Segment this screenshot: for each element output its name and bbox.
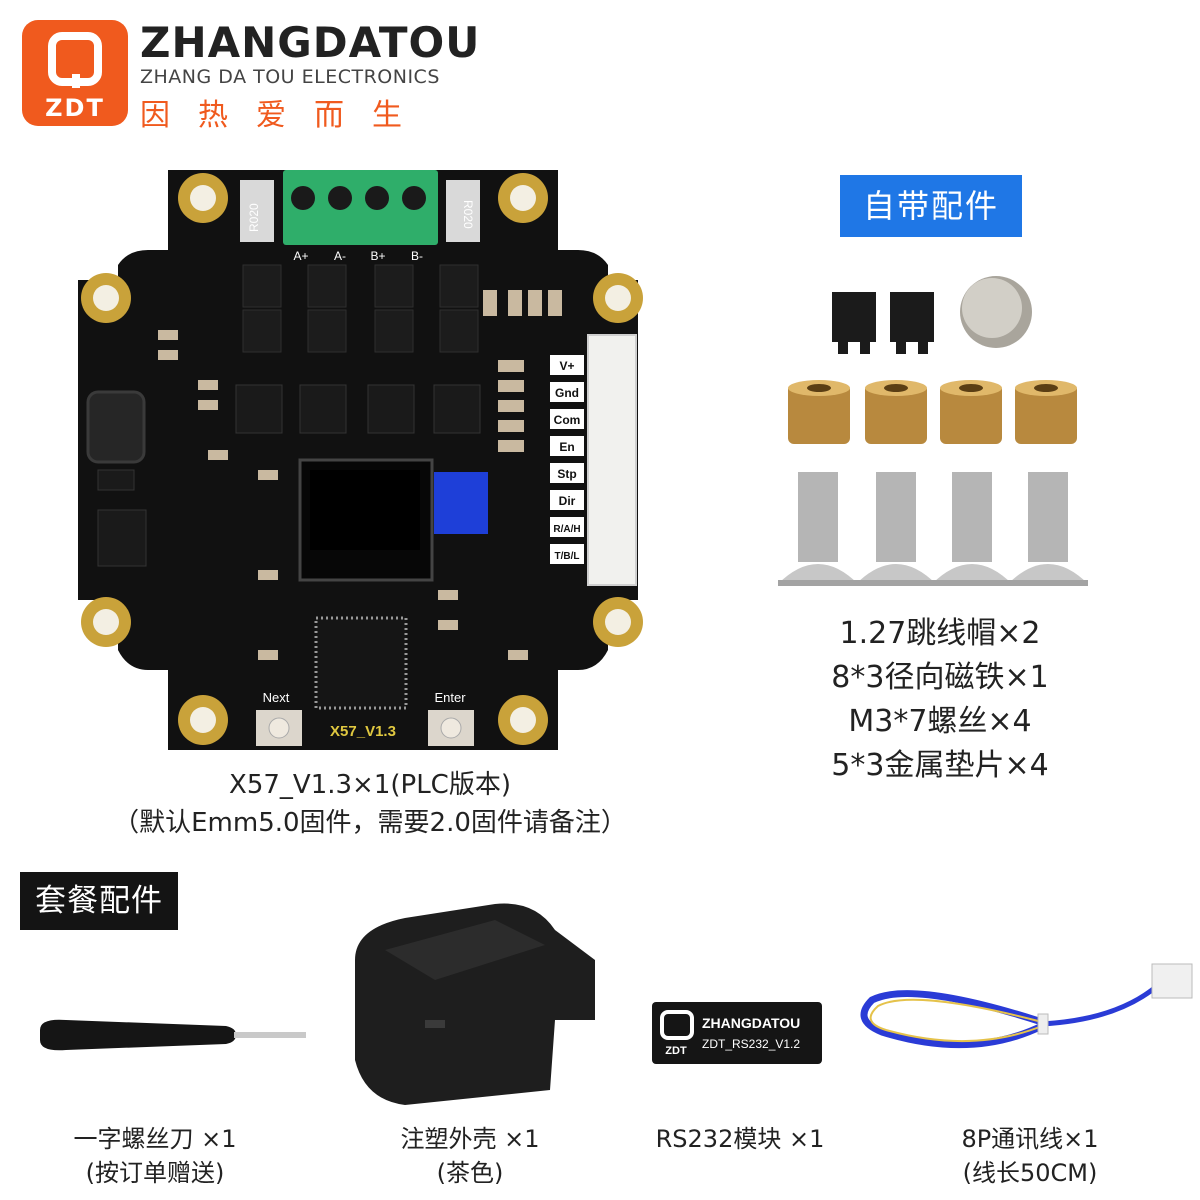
- terminal-block: A+ A- B+ B-: [283, 170, 438, 263]
- pcb-board-photo: A+ A- B+ B- R020 R020: [78, 170, 648, 750]
- package-item-name: 8P通讯线×1: [961, 1125, 1099, 1153]
- screw-icon: [856, 472, 936, 586]
- board-caption-line2: （默认Emm5.0固件，需要2.0固件请备注）: [113, 808, 627, 838]
- pin-label: T/B/L: [555, 551, 580, 562]
- brand-subtitle: ZHANG DA TOU ELECTRONICS: [140, 66, 440, 88]
- package-item-note: (茶色): [436, 1159, 504, 1187]
- rs232-module-icon: ZDT ZHANGDATOU ZDT_RS232_V1.2: [652, 1002, 822, 1064]
- brass-spacer-icon: [788, 380, 850, 444]
- terminal-label: B-: [411, 249, 423, 263]
- accessories-list: 1.27跳线帽×2 8*3径向磁铁×1 M3*7螺丝×4 5*3金属垫片×4: [790, 612, 1090, 788]
- logo-ring-icon: [48, 32, 102, 88]
- magnet-icon: [960, 276, 1032, 348]
- brand-name: ZHANGDATOU: [140, 18, 481, 67]
- package-badge: 套餐配件: [20, 872, 178, 930]
- enter-button-part: Enter: [428, 690, 474, 746]
- screw-icon: [778, 472, 858, 586]
- accessories-illustration: [778, 276, 1088, 586]
- mounting-pads: [81, 173, 643, 745]
- module-logo: ZDT: [665, 1045, 687, 1057]
- screw-row: [778, 472, 1088, 586]
- passive-components: [158, 290, 562, 660]
- jumper-cap-icon: [832, 292, 876, 354]
- package-item-note: (按订单赠送): [85, 1159, 225, 1187]
- pcb-board-illustration: A+ A- B+ B- R020 R020: [78, 170, 643, 750]
- brass-spacer-icon: [940, 380, 1002, 444]
- package-item-name: 注塑外壳 ×1: [400, 1125, 540, 1153]
- accessory-item: 5*3金属垫片×4: [831, 748, 1049, 783]
- package-item-enclosure: 注塑外壳 ×1 (茶色): [380, 1122, 560, 1190]
- pin-label: R/A/H: [553, 524, 580, 535]
- package-item-screwdriver: 一字螺丝刀 ×1 (按订单赠送): [60, 1122, 250, 1190]
- mosfet-row: [242, 264, 479, 353]
- pin-connector: [587, 334, 637, 586]
- terminal-label: B+: [370, 249, 385, 263]
- board-silk-title: X57_V1.3: [330, 723, 396, 740]
- oled-display: [298, 458, 434, 582]
- shunt-resistor: [446, 180, 480, 242]
- package-item-name: 一字螺丝刀 ×1: [73, 1125, 237, 1153]
- module-model: ZDT_RS232_V1.2: [702, 1037, 800, 1051]
- package-item-name: RS232模块 ×1: [655, 1125, 825, 1153]
- terminal-label: A-: [334, 249, 346, 263]
- accessory-item: 8*3径向磁铁×1: [831, 660, 1049, 695]
- brand-logo: ZDT: [22, 20, 128, 126]
- accessory-item: M3*7螺丝×4: [848, 704, 1032, 739]
- screw-icon: [1008, 472, 1088, 586]
- resistor-mark: R020: [461, 200, 475, 229]
- pin-label: Com: [554, 413, 581, 427]
- module-brand: ZHANGDATOU: [702, 1015, 800, 1031]
- enclosure-icon: [355, 903, 595, 1105]
- brass-spacer-icon: [1015, 380, 1077, 444]
- small-ic: [97, 509, 147, 567]
- brand-slogan: 因热爱而生: [140, 98, 430, 133]
- package-item-note: (线长50CM): [962, 1159, 1098, 1187]
- jumper-cap-icon: [890, 292, 934, 354]
- next-button-label: Next: [263, 690, 290, 705]
- mcu-chip: [314, 616, 408, 710]
- pin-label: Dir: [559, 494, 576, 508]
- driver-ic-row: [235, 384, 481, 434]
- accessories-badge: 自带配件: [840, 175, 1022, 237]
- package-item-rs232: RS232模块 ×1: [640, 1122, 840, 1156]
- screw-icon: [932, 472, 1012, 586]
- pin-labels: V+ Gnd Com En Stp Dir R/A/H T/B/L: [550, 355, 584, 564]
- pin-label: Gnd: [555, 386, 579, 400]
- spacer-row: [788, 380, 1077, 444]
- enter-button-label: Enter: [434, 690, 466, 705]
- pin-label: V+: [559, 359, 574, 373]
- shunt-resistor: [240, 180, 274, 242]
- blue-sticker: [434, 472, 488, 534]
- next-button-part: Next: [256, 690, 302, 746]
- accessory-item: 1.27跳线帽×2: [839, 616, 1041, 651]
- screwdriver-icon: [40, 1019, 306, 1051]
- pin-label: En: [559, 440, 574, 454]
- inductor: [86, 390, 146, 464]
- board-caption-line1: X57_V1.3×1(PLC版本): [229, 770, 511, 800]
- package-item-cable: 8P通讯线×1 (线长50CM): [930, 1122, 1130, 1190]
- cable-icon: [860, 963, 1193, 1049]
- terminal-label: A+: [293, 249, 308, 263]
- brass-spacer-icon: [865, 380, 927, 444]
- logo-mark-text: ZDT: [45, 94, 105, 122]
- resistor-mark: R020: [247, 203, 261, 232]
- small-ic: [97, 469, 135, 491]
- pin-label: Stp: [557, 467, 576, 481]
